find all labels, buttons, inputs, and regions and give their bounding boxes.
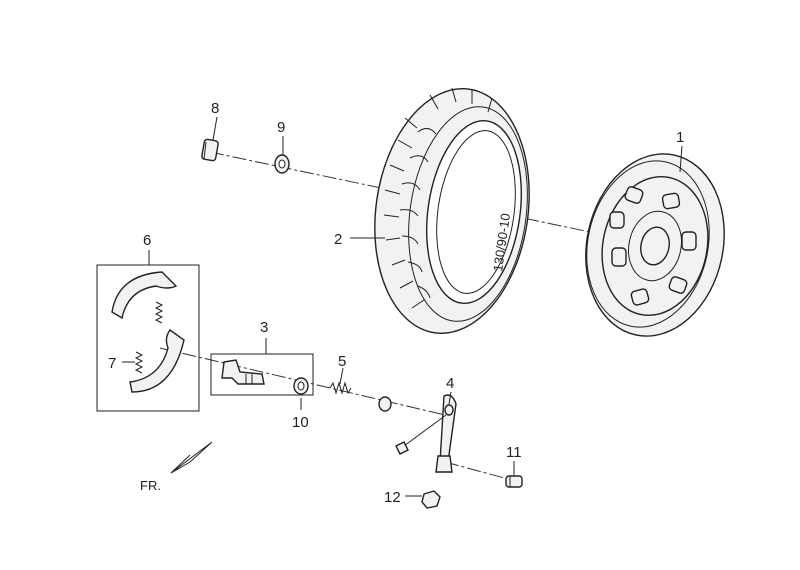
nut bbox=[421, 490, 441, 509]
callout-6: 6 bbox=[143, 232, 151, 249]
callout-4: 4 bbox=[446, 375, 454, 392]
callout-2: 2 bbox=[334, 231, 342, 248]
front-direction-label: FR. bbox=[140, 478, 161, 493]
pin bbox=[505, 475, 523, 488]
callout-9: 9 bbox=[277, 119, 285, 136]
wheel-rim bbox=[585, 153, 725, 337]
small-washer bbox=[378, 396, 392, 412]
tire: 130/90-10 bbox=[374, 87, 530, 334]
callout-11: 11 bbox=[506, 444, 522, 461]
return-spring bbox=[329, 381, 352, 395]
callout-5: 5 bbox=[338, 353, 346, 370]
axle-bolt bbox=[201, 138, 219, 162]
leader-lines bbox=[122, 116, 683, 497]
callout-labels: 1 2 3 4 5 6 7 8 9 10 11 12 bbox=[108, 100, 684, 506]
callout-12: 12 bbox=[384, 489, 401, 506]
brake-cam-assembly bbox=[210, 353, 314, 396]
front-direction-arrow: FR. bbox=[140, 441, 213, 493]
washer bbox=[274, 154, 290, 174]
callout-1: 1 bbox=[676, 129, 684, 146]
brake-arm bbox=[395, 394, 457, 473]
callout-10: 10 bbox=[292, 414, 309, 431]
brake-shoe-assembly bbox=[96, 264, 200, 412]
callout-7: 7 bbox=[108, 355, 116, 372]
callout-8: 8 bbox=[211, 100, 219, 117]
o-ring bbox=[293, 377, 309, 395]
callout-3: 3 bbox=[260, 319, 268, 336]
